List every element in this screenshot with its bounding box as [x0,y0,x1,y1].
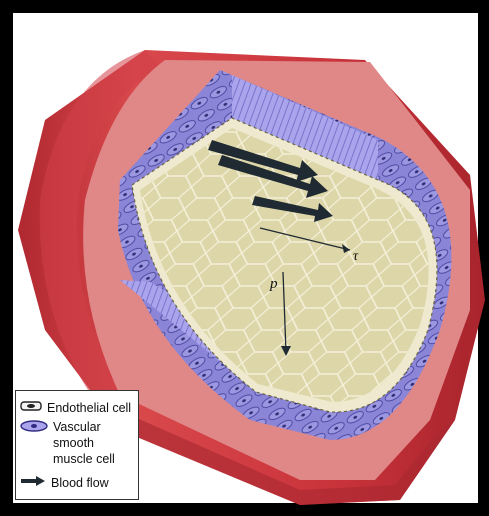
pressure-label: p [269,276,278,292]
legend-item-vascular-smooth-muscle-cell: Vascular smooth muscle cell [20,419,138,467]
legend-label-endothelial-cell: Endothelial cell [47,400,131,416]
legend-label-blood-flow: Blood flow [51,475,109,491]
legend: Endothelial cell Vascular smooth muscle … [15,390,139,500]
endothelial-cell-icon [20,400,42,412]
legend-label-smooth-muscle-line1: Vascular smooth [53,419,138,451]
legend-label-smooth-muscle-line2: muscle cell [53,451,138,467]
legend-item-blood-flow: Blood flow [20,475,109,491]
smooth-muscle-cell-icon [20,419,48,433]
blood-flow-arrow-icon [20,475,46,487]
legend-item-endothelial-cell: Endothelial cell [20,400,131,416]
